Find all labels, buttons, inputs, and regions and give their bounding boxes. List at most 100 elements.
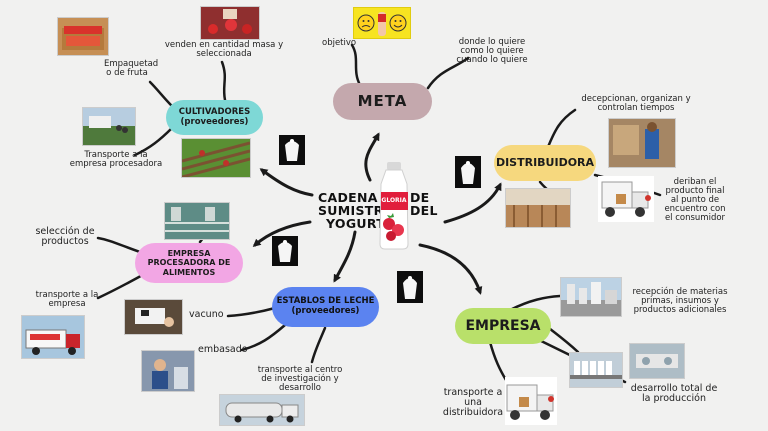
label-selec-1: selección de xyxy=(35,226,95,237)
label-venden-2: seleccionada xyxy=(196,48,252,59)
label-recepcion: recepción de materias primas, insumos y … xyxy=(624,288,736,315)
milk-splash-icon xyxy=(397,271,423,303)
arrow-to-procesadora xyxy=(252,220,312,247)
center-line2: SUMISTRO xyxy=(318,203,395,219)
cow-milking-photo xyxy=(124,299,183,335)
delivery-truck-icon xyxy=(598,176,654,222)
cultivadores-sub: (proveedores) xyxy=(180,116,249,127)
arrow-to-meta xyxy=(364,132,380,182)
label-deriban-1: deriban el xyxy=(673,177,717,187)
line-selec xyxy=(96,236,142,254)
label-venden-1: venden en cantidad masa y xyxy=(164,40,284,50)
label-deriban-2: producto final xyxy=(665,185,725,196)
label-deriban: deriban el producto final al punto de en… xyxy=(655,178,735,223)
label-tci-1: transporte al centro xyxy=(257,365,343,375)
bottling-worker-photo xyxy=(141,350,195,392)
center-words-right: DE DEL xyxy=(410,191,438,217)
center-title: CADENA SUMISTRO YOGURT xyxy=(318,190,395,232)
milk-splash-icon xyxy=(279,135,305,165)
establos-sub: (proveedores) xyxy=(291,306,360,316)
establos-title: ESTABLOS DE LECHE xyxy=(276,296,375,307)
strawberry-field-photo xyxy=(181,138,251,178)
line-recep xyxy=(508,294,562,312)
label-dt-2: la producción xyxy=(642,392,706,404)
label-transporte-investigacion: transporte al centro de investigación y … xyxy=(252,366,348,393)
node-empresa[interactable]: EMPRESA xyxy=(455,308,551,344)
label-vacuno: vacuno xyxy=(189,309,224,320)
label-tre-2: empresa xyxy=(48,298,86,309)
center-word-de: DE xyxy=(410,190,430,205)
label-recep-2: primas, insumos y xyxy=(641,295,719,306)
node-cultivadores[interactable]: CULTIVADORES (proveedores) xyxy=(166,100,263,135)
label-desarrollo-total: desarrollo total de la producción xyxy=(624,384,724,404)
label-recep-1: recepción de materias xyxy=(632,287,728,297)
warehouse-workers-photo xyxy=(608,118,676,168)
distribution-center-photo xyxy=(505,188,571,228)
procesadora-line1: EMPRESA xyxy=(167,249,211,259)
label-transp-2: empresa procesadora xyxy=(69,158,163,169)
label-selec-2: productos xyxy=(41,235,89,247)
milk-splash-icon xyxy=(455,156,481,188)
lab-equipment-photo xyxy=(629,343,685,379)
label-deriban-4: encuentro con xyxy=(664,203,726,214)
label-empaq-2: o de fruta xyxy=(106,67,148,78)
label-donde-1: donde lo quiere xyxy=(458,37,526,47)
processing-plant-photo xyxy=(164,202,230,240)
label-tad-3: distribuidora xyxy=(442,406,504,418)
milk-tanker-photo xyxy=(219,394,305,426)
production-line-photo xyxy=(569,352,623,388)
arrow-to-cultivadores xyxy=(259,168,314,197)
label-transporte-distribuidora: transporte a una distribuidora xyxy=(440,388,506,418)
label-deriban-3: al punto de xyxy=(670,194,720,205)
label-tci-3: desarrollo xyxy=(278,382,322,393)
line-venden xyxy=(220,60,227,102)
label-recep-3: productos adicionales xyxy=(633,304,727,315)
label-transporte-empresa: transporte a la empresa xyxy=(30,291,104,309)
cultivadores-title: CULTIVADORES xyxy=(178,106,251,117)
node-establos[interactable]: ESTABLOS DE LECHE (proveedores) xyxy=(272,287,379,327)
milk-splash-icon xyxy=(272,236,298,266)
arrow-to-distribuidora xyxy=(443,182,502,224)
yogurt-bottle-icon: GLORIA xyxy=(379,162,409,250)
label-objetivo: objetivo xyxy=(322,38,357,48)
label-seleccion: selección de productos xyxy=(30,227,100,247)
arrow-to-empresa xyxy=(418,243,483,295)
line-embasado xyxy=(240,323,287,352)
label-deriban-5: el consumidor xyxy=(664,212,726,223)
label-tad-2: una xyxy=(464,396,482,408)
smiley-faces-icon xyxy=(353,7,411,39)
label-dt-1: desarrollo total de xyxy=(630,383,718,394)
bottle-brand: GLORIA xyxy=(381,197,406,204)
label-transp-1: Transporte a la xyxy=(84,150,148,160)
center-line3: YOGURT xyxy=(326,216,386,232)
label-donde-3: cuando lo quiere xyxy=(456,54,528,65)
arrow-to-establos xyxy=(333,230,357,283)
label-donde-2: como lo quiere xyxy=(460,45,524,56)
center-word-del: DEL xyxy=(410,203,438,219)
line-objetivo xyxy=(350,43,362,87)
node-meta[interactable]: META xyxy=(333,83,432,120)
line-tad xyxy=(488,340,508,382)
procesadora-line2: PROCESADORA DE xyxy=(147,258,231,268)
label-embasado: embasado xyxy=(198,344,248,355)
label-tad-1: transporte a xyxy=(443,387,503,398)
line-transp xyxy=(133,126,174,157)
fruit-crates-photo xyxy=(57,17,109,56)
label-tre-1: transporte a la xyxy=(35,290,99,300)
label-donde: donde lo quiere como lo quiere cuando lo… xyxy=(452,38,532,65)
line-decep xyxy=(546,108,577,149)
line-vacuno xyxy=(226,306,277,318)
label-transporte-procesadora: Transporte a la empresa procesadora xyxy=(68,151,164,169)
procesadora-line3: ALIMENTOS xyxy=(162,267,216,277)
label-tci-2: de investigación y xyxy=(261,373,339,384)
node-distribuidora[interactable]: DISTRIBUIDORA xyxy=(494,145,596,181)
farm-workers-photo xyxy=(82,107,136,146)
node-procesadora[interactable]: EMPRESA PROCESADORA DE ALIMENTOS xyxy=(135,243,243,283)
label-decepcionan: decepcionan, organizan y controlan tiemp… xyxy=(572,95,700,113)
line-tci xyxy=(310,326,327,364)
label-empaq-1: Empaquetad xyxy=(104,59,159,69)
label-decep-1: decepcionan, organizan y xyxy=(581,94,691,104)
distribution-truck-icon xyxy=(505,377,557,425)
center-line1: CADENA xyxy=(318,190,378,205)
